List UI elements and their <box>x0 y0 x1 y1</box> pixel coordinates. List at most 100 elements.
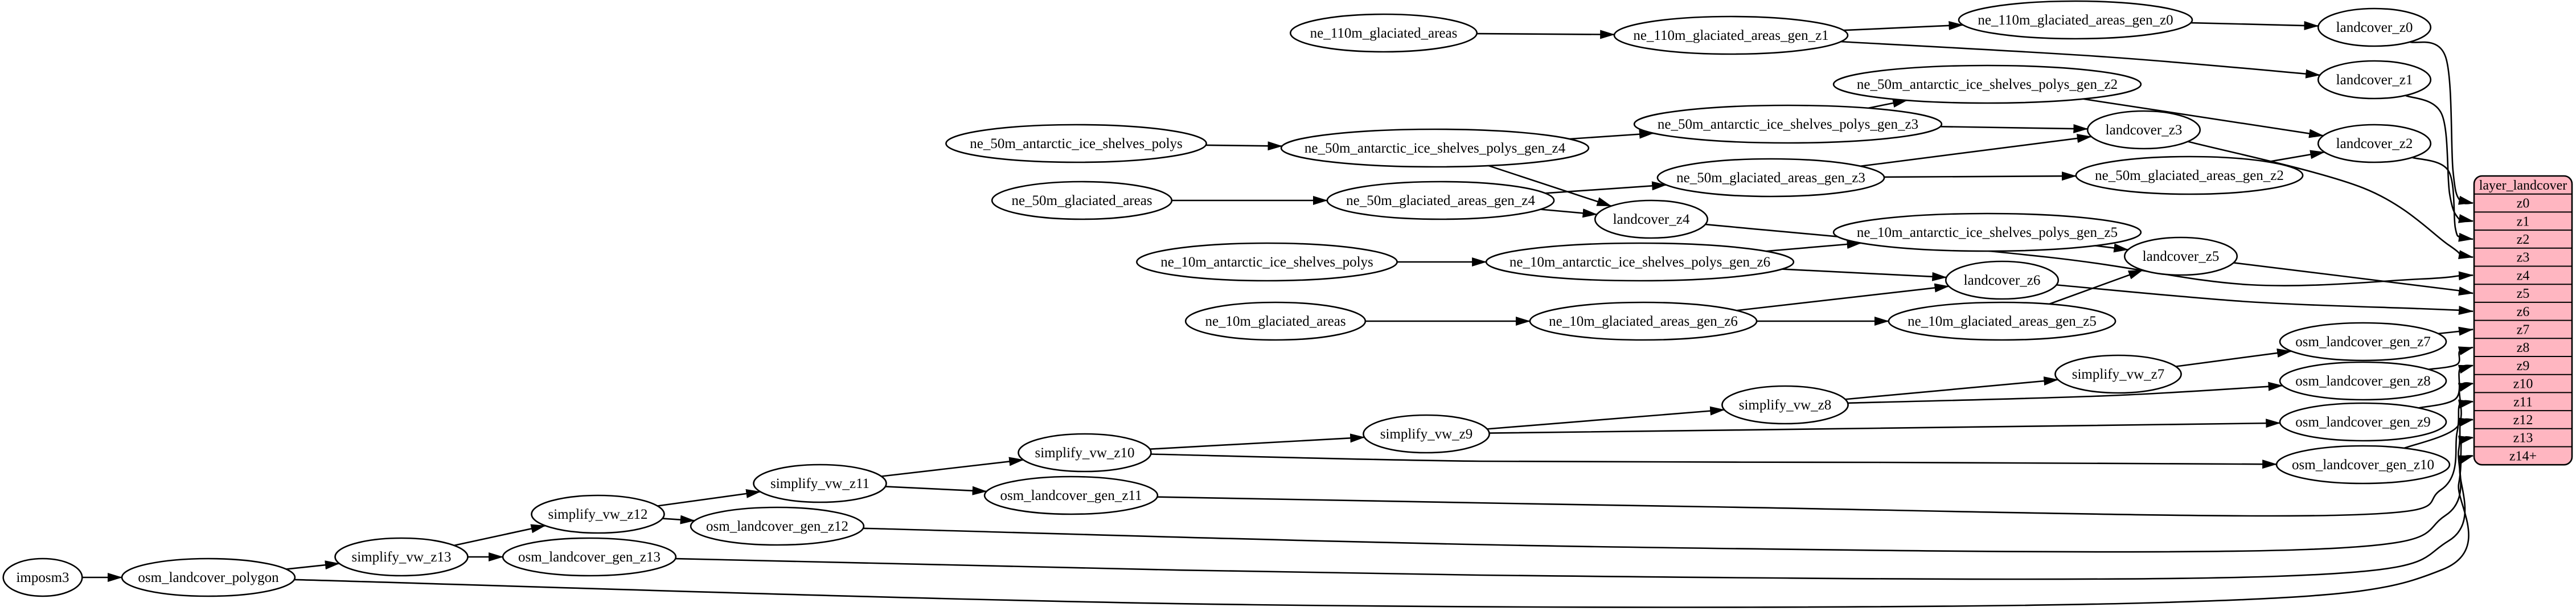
node-label-osm_landcover_gen_z13: osm_landcover_gen_z13 <box>518 550 661 565</box>
node-label-ne_110m_glaciated_areas_gen_z1: ne_110m_glaciated_areas_gen_z1 <box>1633 28 1828 43</box>
node-label-ne_10m_antarctic_ice_shelves_polys: ne_10m_antarctic_ice_shelves_polys <box>1160 255 1373 270</box>
edge-simplify_vw_z11-simplify_vw_z10 <box>881 457 1024 477</box>
node-ne_50m_glaciated_areas_gen_z2: ne_50m_glaciated_areas_gen_z2 <box>2075 155 2304 195</box>
table-row-z8: z8 <box>2517 341 2530 355</box>
edge-landcover_z0-layer_landcover-z0 <box>2409 41 2474 205</box>
node-label-osm_landcover_gen_z11: osm_landcover_gen_z11 <box>1000 488 1142 503</box>
edge-simplify_vw_z8-osm_landcover_gen_z8 <box>1848 382 2283 404</box>
node-landcover_z3: landcover_z3 <box>2086 110 2201 150</box>
node-label-ne_50m_glaciated_areas_gen_z2: ne_50m_glaciated_areas_gen_z2 <box>2095 168 2284 183</box>
edge-simplify_vw_z9-simplify_vw_z8 <box>1487 406 1725 430</box>
table-row-z1: z1 <box>2517 214 2530 229</box>
node-label-osm_landcover_gen_z10: osm_landcover_gen_z10 <box>2292 457 2434 473</box>
node-osm_landcover_polygon: osm_landcover_polygon <box>121 557 296 597</box>
node-label-ne_10m_antarctic_ice_shelves_polys_gen_z6: ne_10m_antarctic_ice_shelves_polys_gen_z… <box>1509 255 1770 270</box>
edge-osm_landcover_polygon-simplify_vw_z13 <box>286 560 340 570</box>
table-layer-landcover: layer_landcoverz0z1z2z3z4z5z6z7z8z9z10z1… <box>2473 175 2573 466</box>
node-ne_10m_antarctic_ice_shelves_polys_gen_z6: ne_10m_antarctic_ice_shelves_polys_gen_z… <box>1485 242 1795 282</box>
table-row-z6: z6 <box>2517 305 2530 319</box>
node-label-landcover_z2: landcover_z2 <box>2336 136 2413 151</box>
edge-simplify_vw_z10-simplify_vw_z9 <box>1150 433 1365 450</box>
table-row-z13: z13 <box>2513 431 2533 446</box>
node-simplify_vw_z9: simplify_vw_z9 <box>1363 414 1490 454</box>
table-row-z2: z2 <box>2517 232 2530 247</box>
edge-simplify_vw_z7-osm_landcover_gen_z7 <box>2175 348 2292 367</box>
node-ne_110m_glaciated_areas: ne_110m_glaciated_areas <box>1290 13 1478 53</box>
node-label-landcover_z4: landcover_z4 <box>1613 212 1690 227</box>
node-label-osm_landcover_gen_z7: osm_landcover_gen_z7 <box>2295 334 2430 350</box>
table-row-z12: z12 <box>2513 413 2533 428</box>
edge-ne_50m_antarctic_ice_shelves_polys-ne_50m_antarctic_ice_shelves_polys_gen_z4 <box>1205 141 1283 151</box>
edge-osm_landcover_gen_z13-layer_landcover-z13 <box>675 435 2474 580</box>
table-row-z10: z10 <box>2513 377 2533 392</box>
table-layer: layer_landcoverz0z1z2z3z4z5z6z7z8z9z10z1… <box>2473 175 2573 466</box>
node-osm_landcover_gen_z13: osm_landcover_gen_z13 <box>502 537 677 577</box>
node-osm_landcover_gen_z11: osm_landcover_gen_z11 <box>983 475 1159 515</box>
node-label-ne_50m_glaciated_areas: ne_50m_glaciated_areas <box>1011 193 1152 208</box>
node-simplify_vw_z13: simplify_vw_z13 <box>334 537 469 577</box>
node-label-landcover_z1: landcover_z1 <box>2336 72 2413 88</box>
node-ne_50m_antarctic_ice_shelves_polys_gen_z3: ne_50m_antarctic_ice_shelves_polys_gen_z… <box>1633 104 1943 144</box>
edge-osm_landcover_gen_z11-layer_landcover-z11 <box>1157 399 2474 517</box>
node-label-ne_50m_glaciated_areas_gen_z3: ne_50m_glaciated_areas_gen_z3 <box>1676 170 1865 186</box>
edge-ne_50m_glaciated_areas_gen_z4-landcover_z4 <box>1540 208 1598 218</box>
node-ne_50m_antarctic_ice_shelves_polys_gen_z2: ne_50m_antarctic_ice_shelves_polys_gen_z… <box>1832 64 2142 104</box>
node-ne_110m_glaciated_areas_gen_z0: ne_110m_glaciated_areas_gen_z0 <box>1958 0 2193 40</box>
node-ne_10m_antarctic_ice_shelves_polys_gen_z5: ne_10m_antarctic_ice_shelves_polys_gen_z… <box>1832 212 2142 252</box>
node-label-simplify_vw_z10: simplify_vw_z10 <box>1035 445 1135 461</box>
node-label-ne_50m_antarctic_ice_shelves_polys_gen_z3: ne_50m_antarctic_ice_shelves_polys_gen_z… <box>1658 117 1918 132</box>
node-label-landcover_z6: landcover_z6 <box>1964 273 2041 288</box>
node-label-ne_50m_antarctic_ice_shelves_polys_gen_z2: ne_50m_antarctic_ice_shelves_polys_gen_z… <box>1857 77 2118 92</box>
edge-ne_50m_antarctic_ice_shelves_polys_gen_z4-ne_50m_antarctic_ice_shelves_polys_gen_z3 <box>1569 129 1654 140</box>
node-label-ne_10m_antarctic_ice_shelves_polys_gen_z5: ne_10m_antarctic_ice_shelves_polys_gen_z… <box>1857 225 2118 240</box>
node-simplify_vw_z8: simplify_vw_z8 <box>1721 385 1849 425</box>
node-label-osm_landcover_polygon: osm_landcover_polygon <box>138 570 279 585</box>
edge-landcover_z1-layer_landcover-z1 <box>2405 95 2474 223</box>
node-label-ne_50m_glaciated_areas_gen_z4: ne_50m_glaciated_areas_gen_z4 <box>1346 193 1535 208</box>
edge-osm_landcover_gen_z9-layer_landcover-z9 <box>2418 364 2474 409</box>
edge-osm_landcover_gen_z7-layer_landcover-z7 <box>2438 326 2474 336</box>
edge-ne_50m_glaciated_areas_gen_z2-landcover_z2 <box>2267 150 2325 163</box>
edge-simplify_vw_z12-simplify_vw_z11 <box>657 489 761 507</box>
node-ne_110m_glaciated_areas_gen_z1: ne_110m_glaciated_areas_gen_z1 <box>1613 15 1849 55</box>
edge-ne_10m_glaciated_areas_gen_z5-landcover_z5 <box>2049 269 2144 305</box>
node-landcover_z1: landcover_z1 <box>2317 60 2432 100</box>
node-label-ne_10m_glaciated_areas_gen_z5: ne_10m_glaciated_areas_gen_z5 <box>1908 314 2097 329</box>
node-ne_50m_glaciated_areas_gen_z3: ne_50m_glaciated_areas_gen_z3 <box>1656 158 1885 198</box>
node-label-landcover_z3: landcover_z3 <box>2106 122 2183 138</box>
node-simplify_vw_z7: simplify_vw_z7 <box>2054 354 2182 394</box>
node-label-simplify_vw_z9: simplify_vw_z9 <box>1380 427 1473 442</box>
node-osm_landcover_gen_z8: osm_landcover_gen_z8 <box>2279 361 2447 401</box>
node-landcover_z2: landcover_z2 <box>2317 124 2432 163</box>
table-row-z11: z11 <box>2513 395 2533 409</box>
node-osm_landcover_gen_z7: osm_landcover_gen_z7 <box>2279 322 2447 362</box>
node-imposm3: imposm3 <box>2 557 83 597</box>
edge-osm_landcover_gen_z10-layer_landcover-z10 <box>2404 382 2474 449</box>
node-label-landcover_z0: landcover_z0 <box>2336 20 2413 35</box>
node-label-ne_10m_glaciated_areas_gen_z6: ne_10m_glaciated_areas_gen_z6 <box>1549 314 1738 329</box>
edge-landcover_z5-layer_landcover-z5 <box>2233 262 2474 296</box>
node-label-imposm3: imposm3 <box>16 570 69 585</box>
node-label-osm_landcover_gen_z12: osm_landcover_gen_z12 <box>706 519 848 534</box>
edge-ne_10m_antarctic_ice_shelves_polys_gen_z5-landcover_z5 <box>2095 243 2129 253</box>
edge-landcover_z6-layer_landcover-z6 <box>2056 284 2474 315</box>
node-ne_10m_glaciated_areas_gen_z6: ne_10m_glaciated_areas_gen_z6 <box>1529 301 1758 341</box>
node-label-simplify_vw_z7: simplify_vw_z7 <box>2072 367 2165 382</box>
edge-ne_50m_glaciated_areas_gen_z3-ne_50m_glaciated_areas_gen_z2 <box>1884 171 2077 181</box>
edge-simplify_vw_z9-osm_landcover_gen_z9 <box>1489 419 2281 434</box>
edge-ne_50m_glaciated_areas_gen_z4-ne_50m_glaciated_areas_gen_z3 <box>1545 181 1667 194</box>
table-row-z9: z9 <box>2517 359 2530 374</box>
edge-ne_110m_glaciated_areas-ne_110m_glaciated_areas_gen_z1 <box>1476 30 1615 39</box>
node-label-osm_landcover_gen_z9: osm_landcover_gen_z9 <box>2295 415 2430 430</box>
table-row-z14+: z14+ <box>2509 449 2537 464</box>
edge-ne_110m_glaciated_areas_gen_z0-landcover_z0 <box>2191 20 2319 30</box>
node-label-simplify_vw_z12: simplify_vw_z12 <box>548 507 648 522</box>
node-ne_10m_glaciated_areas_gen_z5: ne_10m_glaciated_areas_gen_z5 <box>1888 301 2116 341</box>
node-label-simplify_vw_z8: simplify_vw_z8 <box>1739 397 1832 413</box>
node-label-ne_50m_antarctic_ice_shelves_polys_gen_z4: ne_50m_antarctic_ice_shelves_polys_gen_z… <box>1305 141 1566 156</box>
node-ne_50m_glaciated_areas: ne_50m_glaciated_areas <box>991 181 1173 220</box>
edge-ne_50m_antarctic_ice_shelves_polys_gen_z2-landcover_z2 <box>2083 98 2324 138</box>
node-label-ne_110m_glaciated_areas: ne_110m_glaciated_areas <box>1310 26 1458 41</box>
node-label-simplify_vw_z13: simplify_vw_z13 <box>352 550 452 565</box>
edge-ne_110m_glaciated_areas_gen_z1-landcover_z1 <box>1840 40 2321 79</box>
